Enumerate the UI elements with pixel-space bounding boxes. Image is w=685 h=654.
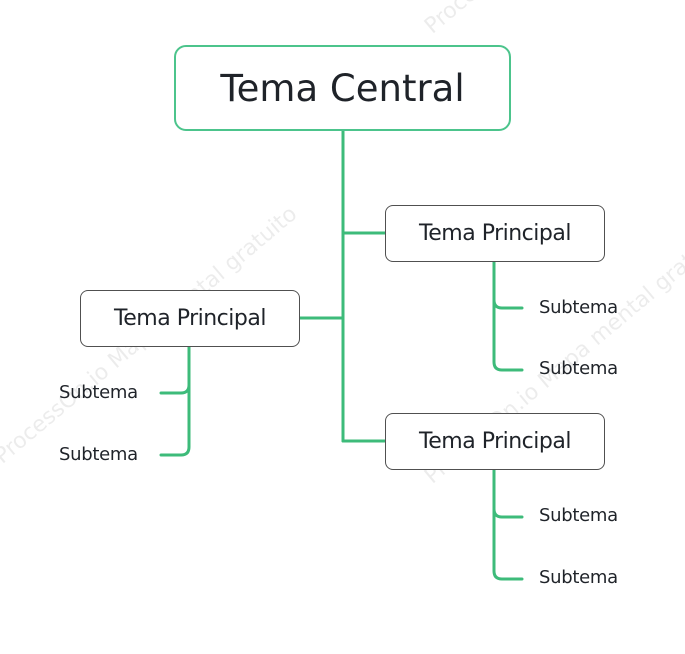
main-topic-node[interactable]: Tema Principal	[80, 290, 300, 347]
sub-line-right-1	[492, 298, 524, 372]
main-topic-label: Tema Principal	[419, 221, 571, 246]
subtopic-label[interactable]: Subtema	[539, 505, 618, 526]
sub-line-left	[159, 345, 191, 395]
subtopic-label[interactable]: Subtema	[59, 382, 138, 403]
main-topic-label: Tema Principal	[419, 429, 571, 454]
sub-line-right-2	[492, 507, 524, 581]
main-topic-node[interactable]: Tema Principal	[385, 205, 605, 262]
sub-line-right-1	[492, 260, 524, 310]
subtopic-label[interactable]: Subtema	[539, 567, 618, 588]
subtopic-label[interactable]: Subtema	[59, 444, 138, 465]
main-topic-node[interactable]: Tema Principal	[385, 413, 605, 470]
main-topic-label: Tema Principal	[114, 306, 266, 331]
sub-line-left	[159, 383, 191, 457]
subtopic-label[interactable]: Subtema	[539, 297, 618, 318]
subtopic-label[interactable]: Subtema	[539, 358, 618, 379]
sub-line-right-2	[492, 468, 524, 519]
central-topic-node[interactable]: Tema Central	[174, 45, 511, 131]
central-topic-label: Tema Central	[220, 66, 465, 110]
